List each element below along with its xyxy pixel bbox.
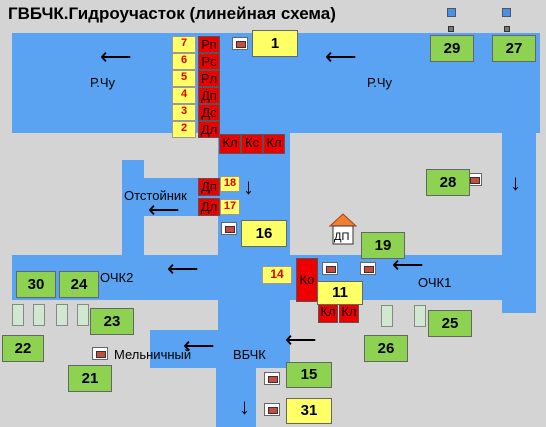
flow-arrow-left: ⟵	[325, 44, 357, 69]
melnichny-label: Мельничный	[114, 347, 192, 362]
pipe-icon	[414, 305, 426, 327]
gate-number: 17	[220, 199, 240, 215]
ochk2-label: ОЧК2	[100, 270, 134, 285]
sensor-icon[interactable]	[447, 8, 456, 17]
flow-arrow-left: ⟵	[167, 256, 199, 281]
point-11[interactable]: 11	[317, 281, 363, 305]
gate[interactable]: Рл	[198, 70, 220, 87]
monitor-icon[interactable]	[264, 403, 280, 416]
flow-arrow-left: ⟵	[392, 252, 424, 277]
gate[interactable]: Кс	[241, 134, 263, 154]
point-26[interactable]: 26	[364, 335, 408, 362]
monitor-icon[interactable]	[322, 262, 338, 275]
gate[interactable]: Кл	[318, 303, 338, 323]
point-19[interactable]: 19	[361, 232, 405, 259]
gate[interactable]: Дп	[198, 87, 220, 104]
point-22[interactable]: 22	[2, 335, 44, 362]
gate-number: 6	[172, 53, 196, 70]
gate[interactable]: Дс	[198, 104, 220, 121]
gate[interactable]: Дл	[198, 198, 220, 216]
point-15[interactable]: 15	[286, 362, 332, 388]
control-house-label: ДП	[334, 231, 350, 243]
point-25[interactable]: 25	[428, 310, 472, 337]
gate[interactable]: Рс	[198, 53, 220, 70]
gate[interactable]: Рп	[198, 36, 220, 53]
flow-arrow-down: ↓	[510, 170, 521, 195]
sensor-icon	[504, 26, 510, 32]
point-16[interactable]: 16	[241, 220, 287, 247]
point-21[interactable]: 21	[68, 365, 112, 392]
flow-arrow-left: ⟵	[183, 333, 215, 358]
gate-number: 4	[172, 87, 196, 104]
gate[interactable]: Дл	[198, 121, 220, 138]
page-title: ГВБЧК.Гидроучасток (линейная схема)	[8, 4, 336, 23]
point-27[interactable]: 27	[492, 35, 536, 62]
gate[interactable]: Кл	[219, 134, 241, 154]
point-30[interactable]: 30	[16, 271, 56, 298]
point-31[interactable]: 31	[286, 398, 332, 424]
vbchk-label: ВБЧК	[233, 347, 266, 362]
river-label-left: Р.Чу	[90, 75, 115, 90]
flow-arrow-left: ⟵	[285, 327, 317, 352]
otstoynik-label: Отстойник	[124, 188, 187, 203]
pipe-icon	[12, 304, 24, 326]
gate-number: 2	[172, 121, 196, 138]
point-28[interactable]: 28	[426, 169, 470, 196]
gate-number: 3	[172, 104, 196, 121]
gate-number: 7	[172, 36, 196, 53]
river-label-right: Р.Чу	[367, 75, 392, 90]
pipe-icon	[77, 304, 89, 326]
monitor-icon[interactable]	[221, 222, 237, 235]
gate-number: 14	[262, 266, 292, 284]
ochk1-label: ОЧК1	[418, 275, 452, 290]
gate-number: 18	[220, 176, 240, 192]
flow-arrow-down: ↓	[239, 394, 250, 419]
monitor-icon[interactable]	[264, 372, 280, 385]
gate[interactable]: Кл	[263, 134, 285, 154]
gate[interactable]: Дп	[198, 178, 220, 196]
monitor-icon[interactable]	[232, 37, 248, 50]
point-29[interactable]: 29	[430, 35, 474, 62]
gate[interactable]: Ко	[296, 258, 318, 302]
flow-arrow-left: ⟵	[148, 197, 180, 222]
gate-number: 5	[172, 70, 196, 87]
monitor-icon[interactable]	[360, 262, 376, 275]
sensor-icon[interactable]	[502, 8, 511, 17]
gate[interactable]: Кл	[339, 303, 359, 323]
point-23[interactable]: 23	[90, 308, 134, 335]
otstoynik-stem	[122, 160, 144, 256]
flow-arrow-down: ↓	[243, 174, 254, 199]
flow-arrow-left: ⟵	[100, 44, 132, 69]
point-24[interactable]: 24	[59, 271, 99, 298]
pipe-icon	[381, 305, 393, 327]
point-1[interactable]: 1	[252, 30, 298, 57]
control-house-icon[interactable]	[328, 212, 358, 246]
vbchk-down	[216, 330, 256, 427]
pipe-icon	[33, 304, 45, 326]
monitor-icon[interactable]	[92, 347, 108, 360]
pipe-icon	[56, 304, 68, 326]
sensor-icon	[448, 26, 454, 32]
